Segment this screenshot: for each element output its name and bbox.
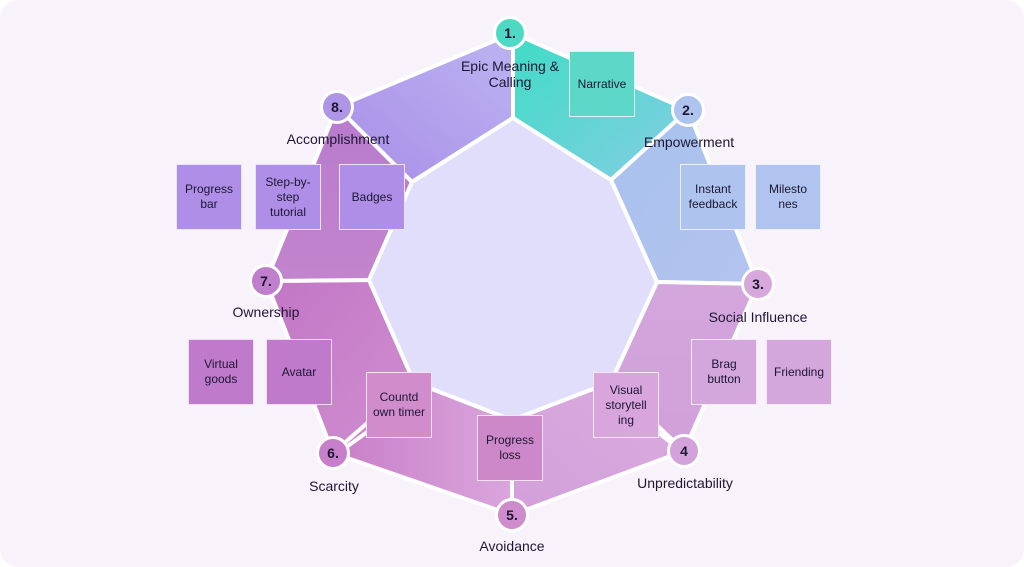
drive-number-3: 3. (741, 267, 775, 301)
drive-number-8: 8. (320, 90, 354, 124)
example-milestones: Milesto nes (755, 164, 821, 230)
drive-label-epic-meaning: Epic Meaning & Calling (460, 58, 560, 90)
drive-label-accomplishment: Accomplishment (286, 131, 390, 147)
drive-number-5: 5. (495, 498, 529, 532)
drive-label-ownership: Ownership (232, 304, 300, 320)
example-progress-bar: Progress bar (176, 164, 242, 230)
drive-number-2: 2. (671, 93, 705, 127)
drive-label-empowerment: Empowerment (643, 134, 735, 150)
drive-number-4: 4 (667, 434, 701, 468)
connector-countdown-timer (343, 428, 372, 450)
example-step-by-step-tutorial: Step-by- step tutorial (255, 164, 321, 230)
drive-number-6: 6. (316, 436, 350, 470)
example-virtual-goods: Virtual goods (188, 339, 254, 405)
drive-label-avoidance: Avoidance (479, 538, 545, 554)
example-countdown-timer: Countd own timer (366, 372, 432, 438)
example-visual-storytelling: Visual storytell ing (593, 372, 659, 438)
example-progress-loss: Progress loss (477, 415, 543, 481)
drive-number-1: 1. (493, 16, 527, 50)
drive-label-unpredictability: Unpredictability (637, 475, 733, 491)
example-badges: Badges (339, 164, 405, 230)
example-friending: Friending (766, 339, 832, 405)
drive-label-scarcity: Scarcity (309, 478, 359, 494)
drive-label-social-influence: Social Influence (708, 309, 808, 325)
example-instant-feedback: Instant feedback (680, 164, 746, 230)
drive-number-7: 7. (249, 264, 283, 298)
example-avatar: Avatar (266, 339, 332, 405)
example-narrative: Narrative (569, 51, 635, 117)
example-brag-button: Brag button (691, 339, 757, 405)
